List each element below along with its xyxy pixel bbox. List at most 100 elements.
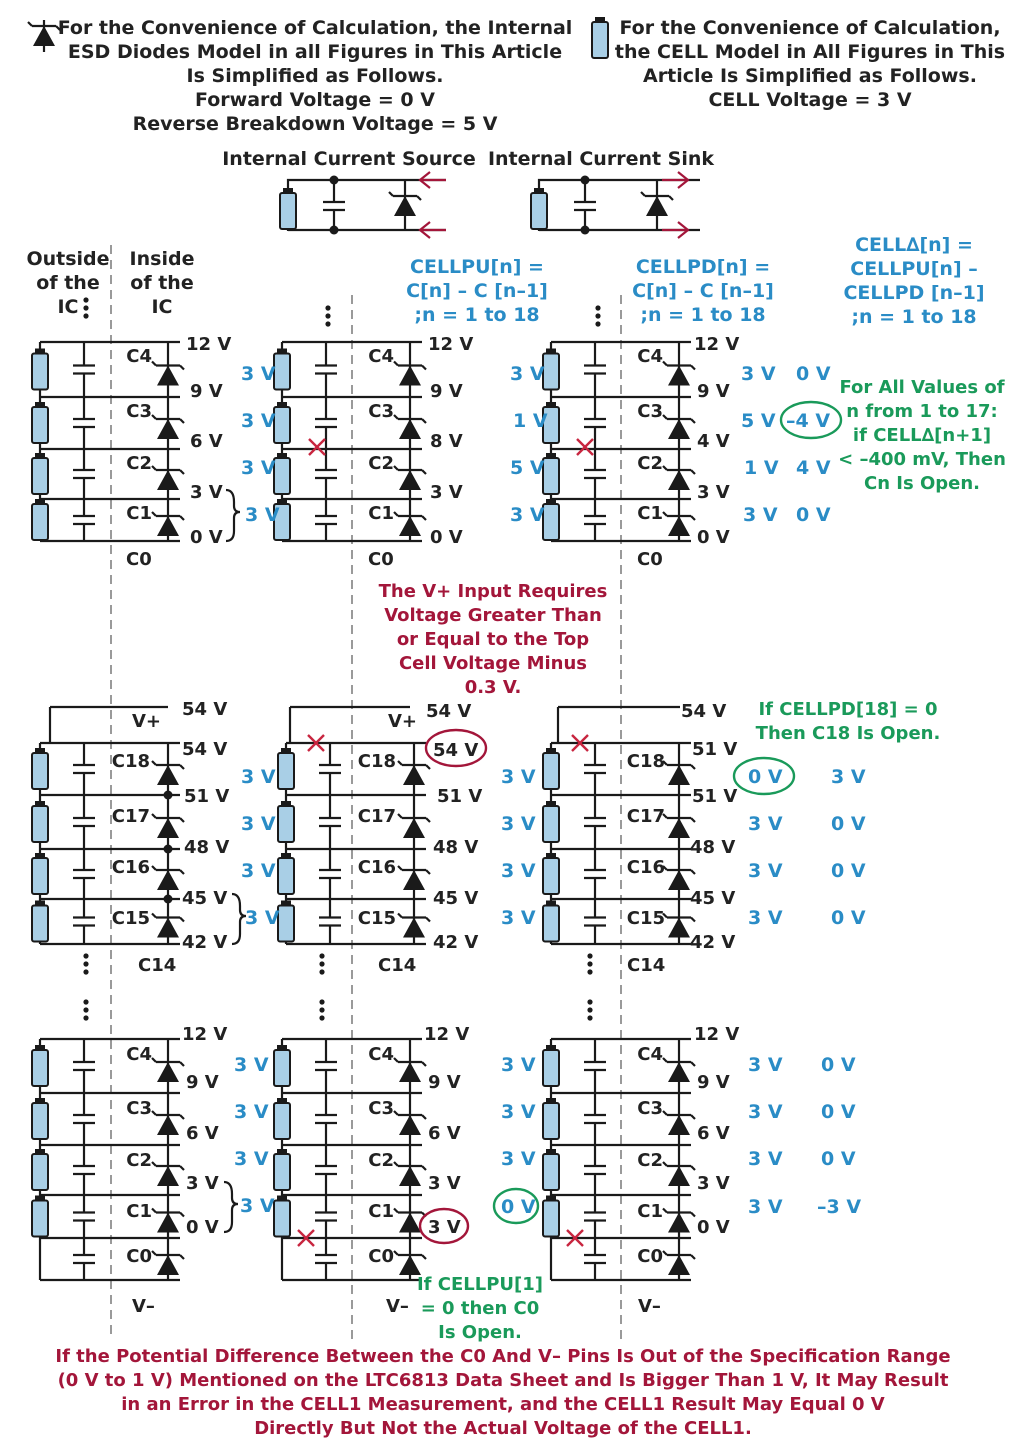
capacitor-icon (71, 816, 97, 828)
note-line: If the Potential Difference Between the … (55, 1346, 950, 1367)
node-voltage: 3 V (697, 482, 730, 503)
node-voltage: 48 V (433, 837, 478, 858)
battery-cell-icon (273, 1097, 291, 1140)
capacitor-icon (582, 916, 608, 927)
esd-diode-icon (150, 1109, 186, 1137)
cell-legend-line: Article Is Simplified as Follows. (643, 65, 977, 87)
cellpu-reading: 3 V (245, 504, 280, 526)
pin-label: C18 (112, 751, 150, 772)
pin-label-c0: C0 (637, 549, 663, 570)
cellpu-reading: 3 V (501, 813, 536, 835)
cellpu-reading: 0 V (501, 1196, 536, 1218)
battery-cell-icon (31, 1044, 49, 1087)
battery-cell-icon (542, 1148, 560, 1191)
node-voltage: 51 V (692, 739, 737, 760)
continuation-dot (319, 1007, 325, 1013)
cellpd-reading: 5 V (741, 410, 776, 432)
cellpd-reading: 3 V (748, 1148, 783, 1170)
battery-cell-icon (31, 498, 49, 541)
pin-label: C2 (637, 1150, 663, 1171)
note-line: < –400 mV, Then (838, 449, 1006, 470)
esd-diode-icon (661, 1207, 697, 1234)
cellpu-reading: 3 V (501, 766, 536, 788)
open-connection-mark (571, 734, 589, 752)
note-line: or Equal to the Top (397, 629, 589, 650)
capacitor-icon (317, 868, 343, 880)
esd-diode-legend-icon (26, 20, 62, 52)
cellpu-reading: 1 V (513, 410, 548, 432)
cellpu-reading: 3 V (234, 1054, 269, 1076)
battery-cell-icon (273, 1194, 291, 1238)
cellpu-reading: 3 V (501, 1148, 536, 1170)
continuation-dot (587, 999, 593, 1005)
open-connection-mark (308, 438, 326, 456)
node-voltage: 9 V (697, 381, 730, 402)
esd-diode-icon (392, 1056, 428, 1084)
capacitor-icon (582, 1164, 608, 1176)
esd-diode-icon (150, 812, 186, 840)
continuation-dot (319, 953, 325, 959)
capacitor-icon (313, 1060, 339, 1072)
node-voltage: 12 V (694, 334, 739, 355)
pin-label: C2 (368, 453, 394, 474)
node-voltage: 0 V (697, 527, 730, 548)
esd-diode-icon (392, 360, 428, 387)
esd-diode-icon (150, 864, 186, 892)
node-voltage: 9 V (186, 1072, 219, 1093)
celldelta-reading: 0 V (831, 907, 866, 929)
esd-diode-icon (661, 464, 697, 492)
brace-icon (231, 892, 247, 946)
continuation-dot (587, 1015, 593, 1021)
pin-label: C4 (368, 1044, 394, 1065)
cell-stack-circuits (31, 297, 697, 1282)
esd-diode-icon (150, 1207, 186, 1234)
pin-label-c14: C14 (138, 955, 176, 976)
capacitor-icon (313, 1113, 339, 1125)
battery-cell-icon (273, 1044, 291, 1087)
capacitor-icon (71, 763, 97, 775)
node-voltage: 48 V (690, 837, 735, 858)
celldelta-formula: CELLPD [n–1] (843, 282, 984, 304)
pin-label: C18 (358, 751, 396, 772)
cellpd-reading: 3 V (748, 1101, 783, 1123)
capacitor-icon (71, 364, 97, 375)
pin-label-vplus: V+ (388, 711, 417, 732)
node-voltage: 6 V (186, 1123, 219, 1144)
esd-diode-icon (396, 864, 432, 892)
pin-label: C15 (358, 908, 396, 929)
cellpu-reading: 3 V (501, 860, 536, 882)
bottom-note: If the Potential Difference Between the … (55, 1346, 950, 1439)
battery-cell-icon (542, 747, 560, 790)
pin-label: C0 (637, 1246, 663, 1267)
brace-icon (225, 488, 241, 543)
current-source-schematic (279, 171, 446, 239)
highlight-ellipse (732, 756, 796, 796)
esd-legend-line: Is Simplified as Follows. (187, 65, 444, 87)
celldelta-formula: CELLPU[n] – (850, 258, 978, 280)
continuation-dot (319, 969, 325, 975)
battery-cell-icon (542, 1097, 560, 1140)
cellpd-formula: CELLPD[n] = (636, 256, 770, 278)
capacitor-icon (313, 468, 339, 480)
node-voltage: 6 V (190, 431, 223, 452)
celldelta-reading: 0 V (831, 860, 866, 882)
node-voltage: 54 V (426, 701, 471, 722)
pin-label-vminus: V– (132, 1296, 155, 1317)
battery-cell-icon (542, 498, 560, 541)
esd-diode-icon (392, 1109, 428, 1137)
pin-label: C3 (126, 401, 152, 422)
node-voltage: 3 V (190, 482, 223, 503)
pin-label-vminus: V– (638, 1296, 661, 1317)
pin-label: C1 (637, 503, 663, 524)
battery-cell-icon (542, 800, 560, 843)
battery-cell-icon (277, 800, 295, 843)
cellpd-reading: 3 V (748, 860, 783, 882)
celldelta-reading: 0 V (831, 813, 866, 835)
note-line: Then C18 Is Open. (756, 723, 941, 744)
capacitor-icon (582, 514, 608, 526)
pin-label: C2 (368, 1150, 394, 1171)
pin-label-vplus: V+ (132, 711, 161, 732)
capacitor-icon (71, 1060, 97, 1072)
inside-ic-label: Inside (130, 248, 195, 270)
node-voltage: 12 V (694, 1024, 739, 1045)
